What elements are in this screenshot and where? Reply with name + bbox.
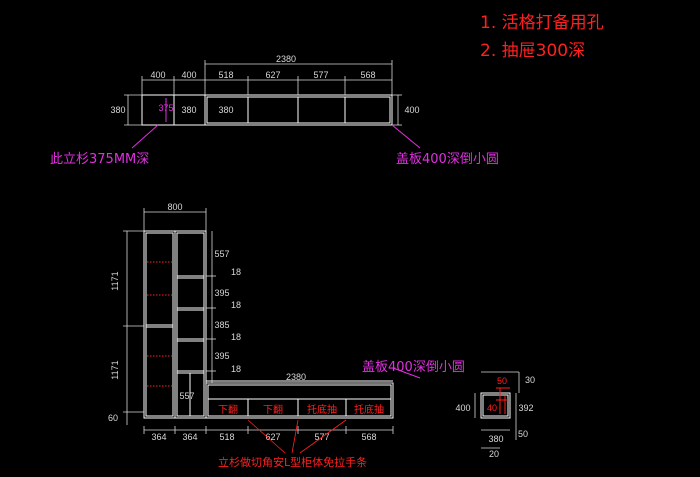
bottom-note-leaders — [247, 419, 347, 454]
dim-shelf-385: 385 — [214, 320, 229, 330]
detail-dim-50-right: 50 — [518, 429, 528, 439]
top-view — [141, 94, 393, 126]
detail-dim-380: 380 — [488, 434, 503, 444]
dim-shelf-557: 557 — [214, 249, 229, 259]
front-dimensions — [123, 208, 394, 434]
dim-top-inner-depth: 380 — [181, 105, 196, 115]
note-line-1: 1. 活格打备用孔 — [480, 13, 604, 33]
dim-bottom-568: 568 — [361, 432, 376, 442]
top-dim-labels: 2380 400 400 518 627 577 568 380 380 380… — [110, 54, 419, 115]
detail-dim-labels: 50 30 400 40 392 50 380 20 — [455, 375, 535, 459]
note-post-depth: 此立杉375MM深 — [50, 152, 150, 167]
spare-hole-rows — [147, 261, 172, 387]
dim-shelf-395a: 395 — [214, 288, 229, 298]
dim-shelf-18b: 18 — [231, 300, 241, 310]
detail-dim-40: 40 — [487, 403, 497, 413]
dim-top-right-depth: 400 — [404, 105, 419, 115]
dim-front-upper-height: 1171 — [110, 271, 120, 290]
dim-top-left-1: 400 — [150, 70, 165, 80]
drawer-label-2: 下翻 — [263, 404, 283, 416]
detail-dimensions — [474, 371, 520, 449]
dim-shelf-395b: 395 — [214, 351, 229, 361]
dim-shelf-18c: 18 — [231, 332, 241, 342]
cover-leader-mid — [392, 367, 421, 379]
detail-red-marks — [496, 387, 510, 414]
note-cover-top: 盖板400深倒小圆 — [396, 152, 499, 167]
detail-dim-392: 392 — [518, 403, 533, 413]
dim-top-inner-depth-2: 380 — [218, 105, 233, 115]
top-right-cabinet — [204, 94, 393, 126]
drawer-labels: 下翻 下翻 托底抽 托底抽 — [218, 403, 384, 416]
drawer-label-4: 托底抽 — [354, 403, 384, 416]
note-cover-mid: 盖板400深倒小圆 — [362, 360, 465, 375]
drawer-label-3: 托底抽 — [307, 403, 337, 416]
front-view — [143, 230, 394, 419]
cover-leader-top — [391, 124, 421, 149]
dim-front-width: 800 — [167, 202, 182, 212]
base-cabinet-inner — [207, 384, 392, 417]
dim-top-left-depth: 380 — [110, 105, 125, 115]
detail-dim-20: 20 — [489, 449, 499, 459]
dim-top-right-1: 518 — [218, 70, 233, 80]
dim-front-lower-height: 1171 — [110, 360, 120, 379]
dim-top-overall: 2380 — [276, 54, 296, 64]
drawer-label-1: 下翻 — [218, 404, 238, 416]
note-line-2: 2. 抽屉300深 — [480, 41, 586, 61]
dim-bottom-364a: 364 — [151, 432, 166, 442]
dim-shelf-18a: 18 — [231, 267, 241, 277]
dim-shelf-18d: 18 — [231, 364, 241, 374]
dim-front-base: 60 — [108, 413, 118, 423]
detail-box — [480, 392, 511, 419]
detail-view — [480, 392, 511, 419]
dim-base-overall: 2380 — [286, 372, 306, 382]
dim-top-right-2: 627 — [265, 70, 280, 80]
top-dimensions — [124, 60, 402, 126]
post-leader — [131, 124, 159, 149]
detail-dim-50-top: 50 — [497, 376, 507, 386]
note-bottom: 立杉做切角安L型柜体免拉手条 — [218, 456, 368, 469]
dim-top-right-4: 568 — [360, 70, 375, 80]
dim-post-depth: 375 — [158, 103, 173, 113]
dim-top-left-2: 400 — [181, 70, 196, 80]
detail-dim-400: 400 — [455, 403, 470, 413]
dim-lower-557: 557 — [179, 391, 194, 401]
detail-dim-30: 30 — [525, 375, 535, 385]
dim-bottom-627: 627 — [265, 432, 280, 442]
tall-column-2 — [174, 230, 207, 419]
dim-bottom-518: 518 — [219, 432, 234, 442]
dim-top-right-3: 577 — [313, 70, 328, 80]
dim-bottom-364b: 364 — [182, 432, 197, 442]
